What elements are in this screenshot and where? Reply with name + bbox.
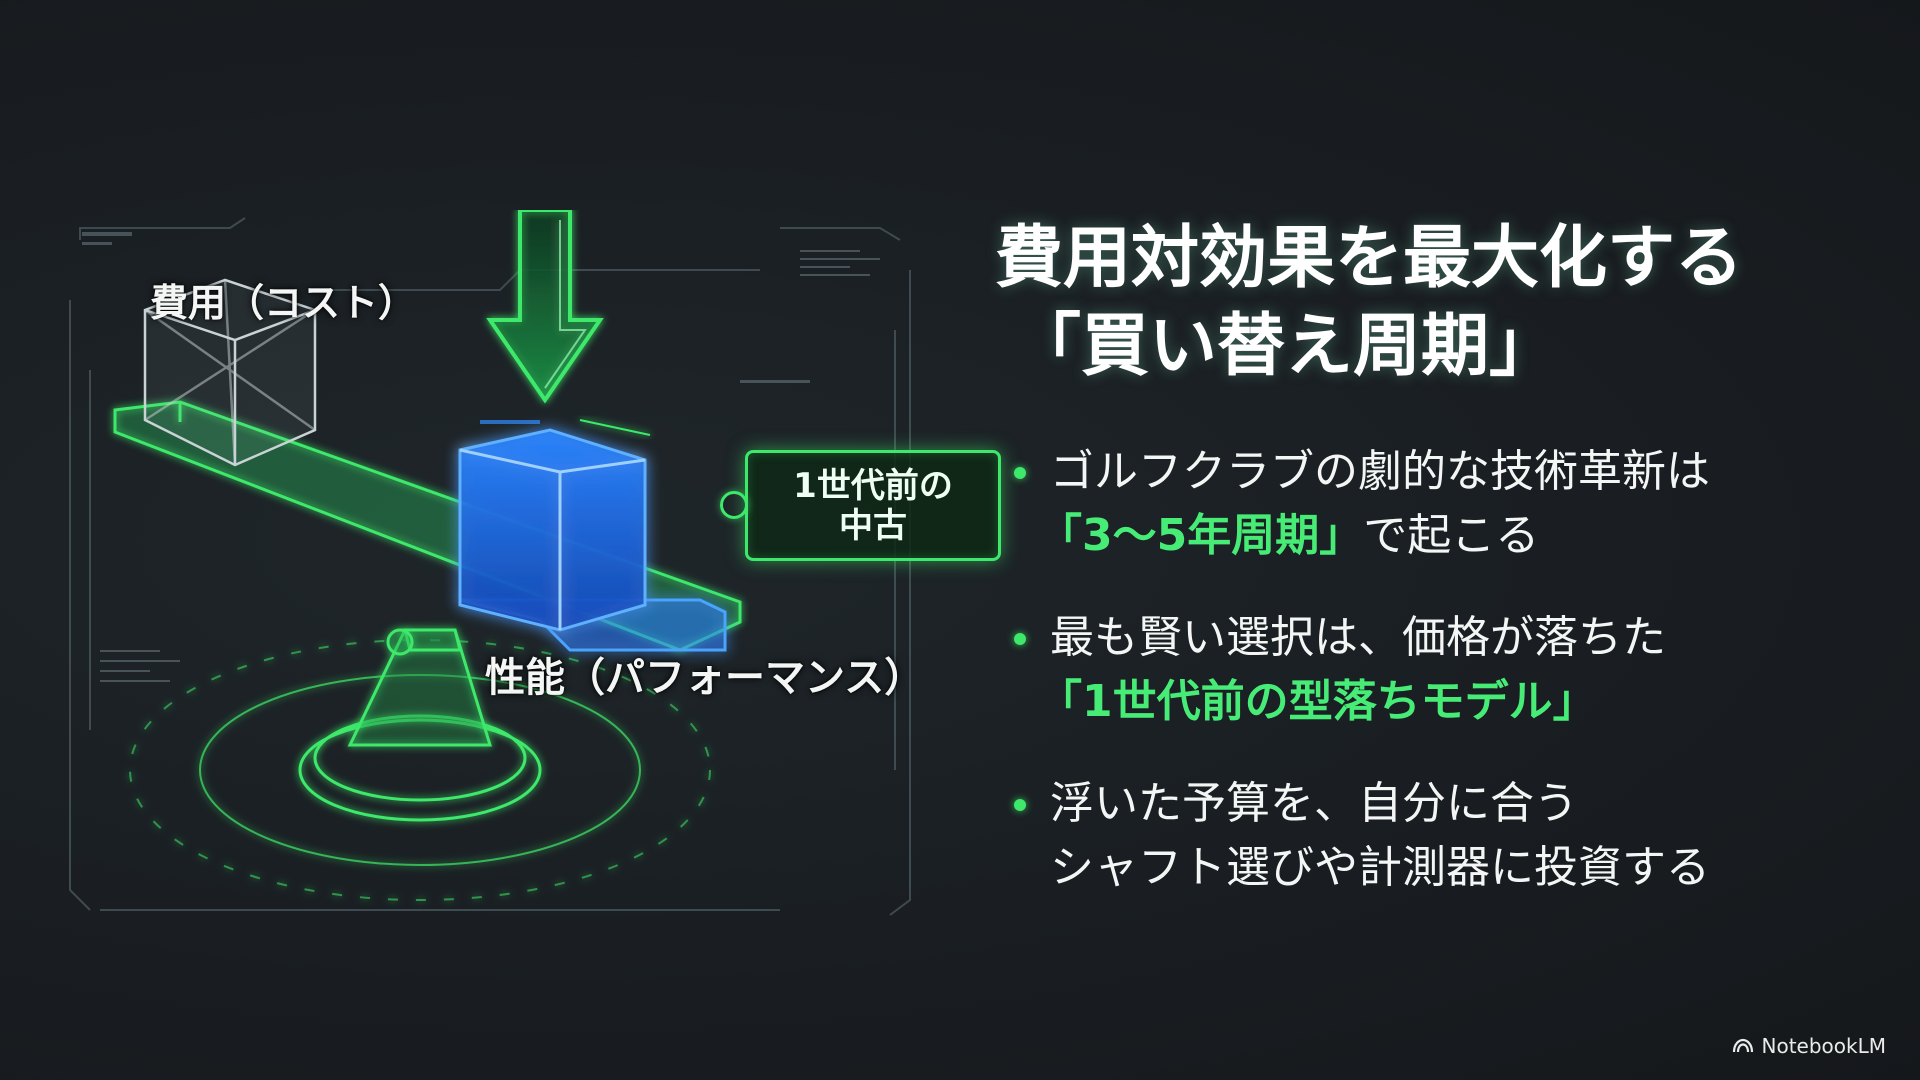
cost-cube xyxy=(143,278,317,467)
notebooklm-logo-icon xyxy=(1732,1038,1753,1053)
bullet-highlight: 「1世代前の型落ちモデル」 xyxy=(1038,676,1597,727)
price-tag: 1世代前の 中古 xyxy=(720,450,1001,561)
performance-cube xyxy=(458,428,647,632)
bullet-highlight: 「3〜5年周期」 xyxy=(1038,510,1364,561)
bullet-text-line2: 「1世代前の型落ちモデル」 xyxy=(1038,670,1890,734)
bullet-text-rest: で起こる xyxy=(1363,510,1540,561)
down-arrow xyxy=(486,210,604,404)
bullet-text: ゴルフクラブの劇的な技術革新は xyxy=(1050,446,1710,497)
bullet-text: 浮いた予算を、自分に合う xyxy=(1050,778,1578,829)
hud-ticks xyxy=(82,232,880,682)
bullet-text-line2: 「3〜5年周期」で起こる xyxy=(1038,504,1890,568)
performance-label: 性能（パフォーマンス） xyxy=(485,655,925,701)
bullet-dot-icon xyxy=(1014,799,1026,811)
cost-label: 費用（コスト） xyxy=(150,281,417,325)
title-line-2: 「買い替え周期」 xyxy=(1013,307,1558,386)
bullet-list: ゴルフクラブの劇的な技術革新は 「3〜5年周期」で起こる 最も賢い選択は、価格が… xyxy=(1010,440,1890,938)
bullet-item: ゴルフクラブの劇的な技術革新は 「3〜5年周期」で起こる xyxy=(1010,440,1890,568)
bullet-text: 最も賢い選択は、価格が落ちた xyxy=(1050,612,1666,663)
bullet-item: 最も賢い選択は、価格が落ちた 「1世代前の型落ちモデル」 xyxy=(1010,606,1890,734)
seesaw-drawing xyxy=(69,210,911,916)
tag-hole-icon xyxy=(720,491,748,519)
price-tag-text: 1世代前の 中古 xyxy=(793,465,953,546)
title-line-1: 費用対効果を最大化する xyxy=(995,219,1744,298)
notebooklm-brand: NotebookLM xyxy=(1732,1034,1887,1058)
bullet-item: 浮いた予算を、自分に合う シャフト選びや計測器に投資する xyxy=(1010,772,1890,900)
bullet-dot-icon xyxy=(1014,467,1026,479)
slide-title: 費用対効果を最大化する 「買い替え周期」 xyxy=(995,215,1895,391)
tag-string xyxy=(579,419,651,436)
bullet-dot-icon xyxy=(1014,633,1026,645)
fulcrum xyxy=(347,628,493,747)
bullet-text-line2: シャフト選びや計測器に投資する xyxy=(1050,842,1710,893)
seesaw-illustration: 費用（コスト） 性能（パフォーマンス） 1世代前の 中古 xyxy=(60,210,1001,930)
brand-name: NotebookLM xyxy=(1761,1034,1887,1058)
